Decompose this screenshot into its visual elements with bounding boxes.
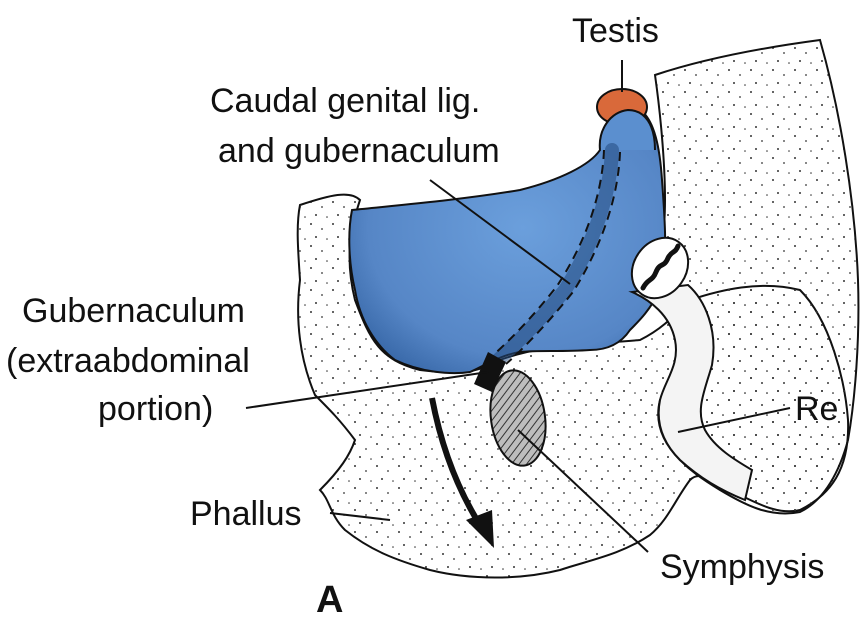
label-gubernaculum-line3: portion) <box>98 390 213 428</box>
label-rectum-partial: Re <box>795 390 838 428</box>
label-symphysis: Symphysis <box>660 548 824 586</box>
label-testis: Testis <box>572 12 659 50</box>
panel-letter: A <box>316 579 343 621</box>
label-caudal-line1: Caudal genital lig. <box>210 82 480 120</box>
label-gubernaculum-line1: Gubernaculum <box>22 292 245 330</box>
label-phallus: Phallus <box>190 495 302 533</box>
label-gubernaculum-line2: (extraabdominal <box>6 342 250 380</box>
label-caudal-line2: and gubernaculum <box>218 132 500 170</box>
